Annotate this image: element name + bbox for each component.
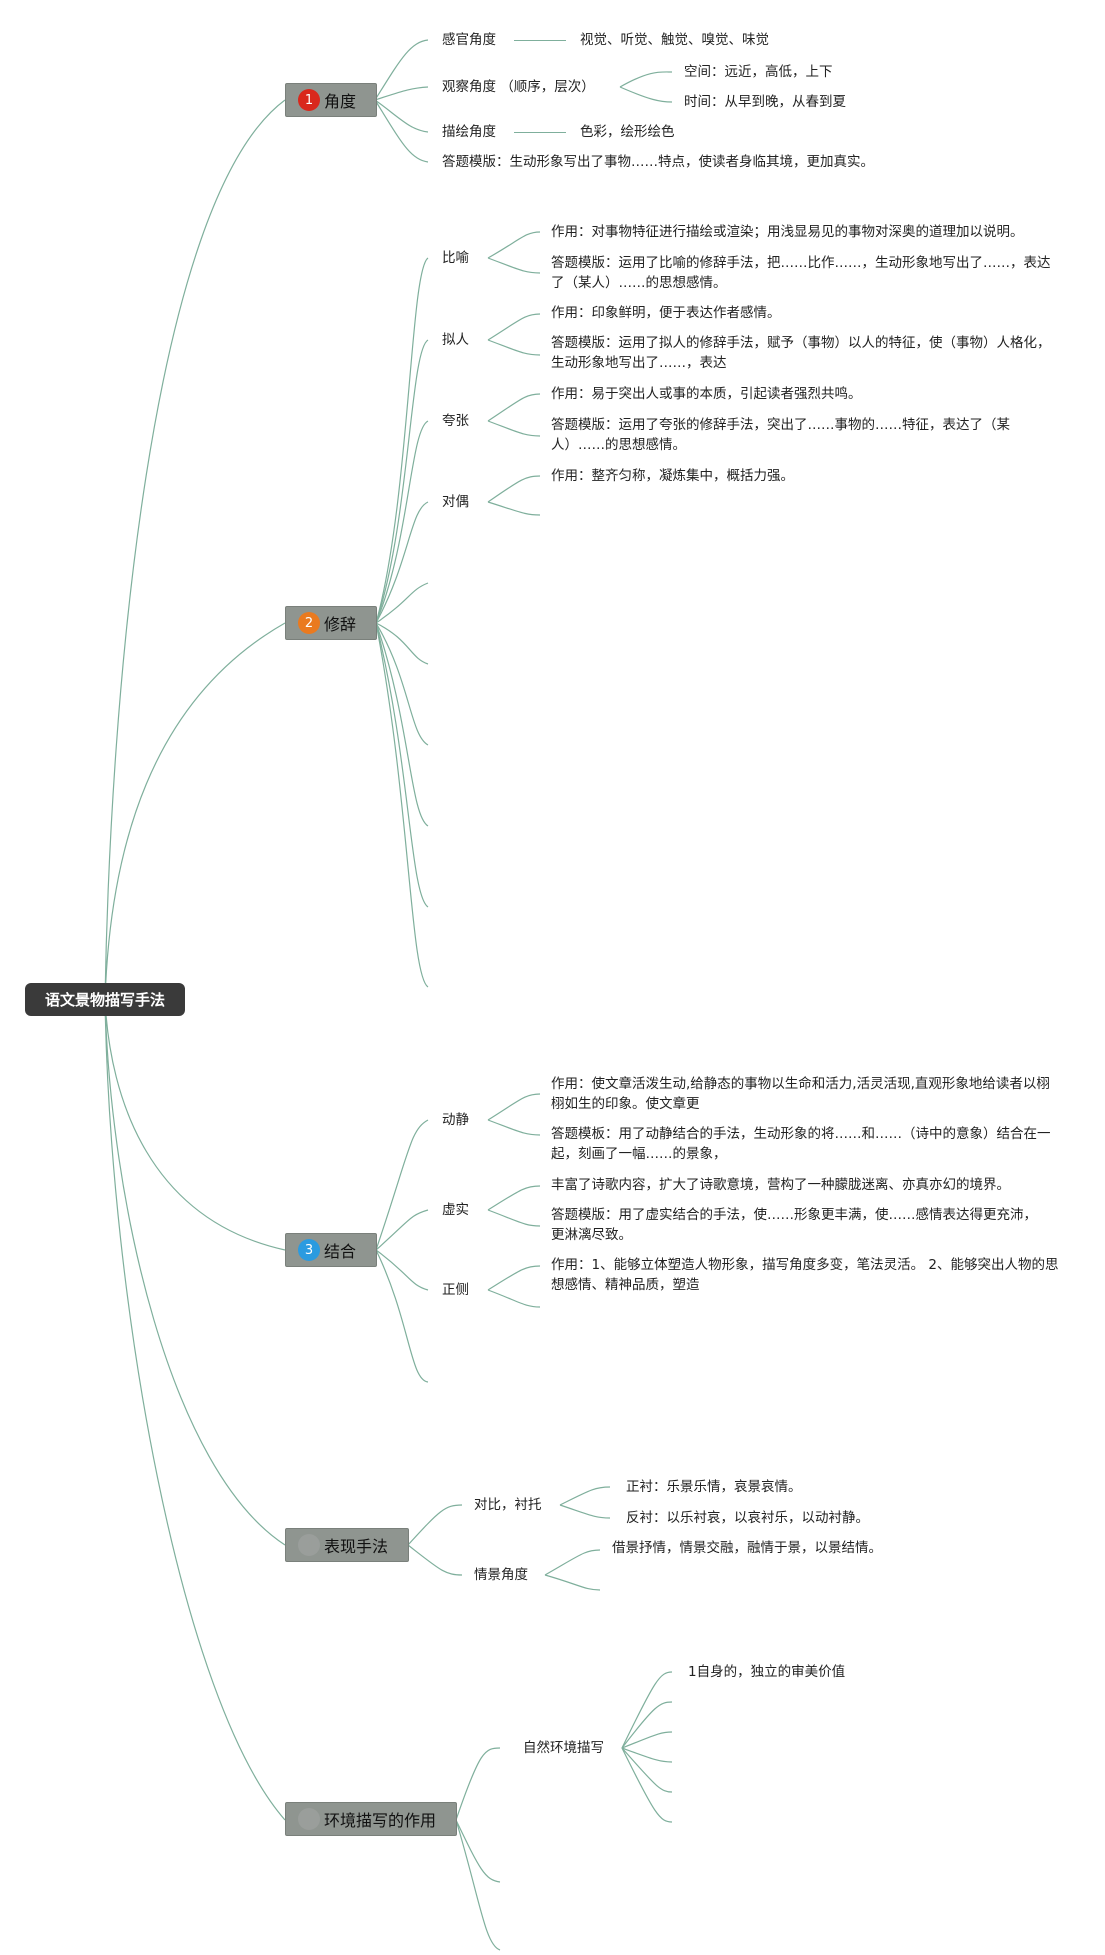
node-positive-foil[interactable]: 正衬：乐景乐情，哀景哀情。 <box>626 1479 802 1495</box>
node-antithesis[interactable]: 对偶 <box>442 494 469 510</box>
node-observation-angle[interactable]: 观察角度 （顺序，层次） <box>442 79 595 95</box>
node-time[interactable]: 时间：从早到晚，从春到夏 <box>684 94 846 110</box>
badge-4: 4 <box>298 1534 320 1556</box>
connector-root-b1 <box>104 99 286 1001</box>
connector-root-b4 <box>104 999 286 1546</box>
node-hyperbole-effect[interactable]: 作用：易于突出人或事的本质，引起读者强烈共鸣。 <box>551 386 862 402</box>
connector-root-b3 <box>104 999 286 1251</box>
node-motion-template[interactable]: 答题模板：用了动静结合的手法，生动形象的将……和……（诗中的意象）结合在一起，刻… <box>551 1126 1051 1162</box>
branch-label: 结合 <box>324 1242 357 1261</box>
node-scene-emotion-detail[interactable]: 借景抒情，情景交融，融情于景，以景结情。 <box>612 1540 882 1556</box>
node-real-virtual-effect[interactable]: 丰富了诗歌内容，扩大了诗歌意境，营构了一种朦胧迷离、亦真亦幻的境界。 <box>551 1177 1010 1193</box>
node-personification[interactable]: 拟人 <box>442 332 469 348</box>
connector-root-b2 <box>104 622 286 1001</box>
branch-label: 修辞 <box>324 615 357 634</box>
node-sensory-angle[interactable]: 感官角度 <box>442 32 496 48</box>
node-answer-template-1[interactable]: 答题模版：生动形象写出了事物……特点，使读者身临其境，更加真实。 <box>442 154 874 170</box>
node-negative-foil[interactable]: 反衬：以乐衬哀，以哀衬乐，以动衬静。 <box>626 1510 869 1526</box>
root-topic[interactable]: 语文景物描写手法 <box>25 983 185 1016</box>
node-natural-environment[interactable]: 自然环境描写 <box>523 1740 604 1756</box>
node-hyperbole[interactable]: 夸张 <box>442 413 469 429</box>
branch-label: 角度 <box>324 92 357 111</box>
node-real-virtual-template[interactable]: 答题模版：用了虚实结合的手法，使……形象更丰满，使……感情表达得更充沛，更淋漓尽… <box>551 1207 1037 1243</box>
badge-2: 2 <box>298 612 320 634</box>
node-depict-detail[interactable]: 色彩，绘形绘色 <box>580 124 675 140</box>
connector-sensory <box>514 40 566 41</box>
branch-expression[interactable]: 4 表现手法 <box>285 1528 409 1562</box>
node-motion-stillness[interactable]: 动静 <box>442 1112 469 1128</box>
connector-root-b5 <box>104 999 286 1821</box>
connector-depict <box>514 132 566 133</box>
node-personification-template[interactable]: 答题模版：运用了拟人的修辞手法，赋予（事物）以人的特征，使（事物）人格化，生动形… <box>551 335 1051 371</box>
node-direct-indirect[interactable]: 正侧 <box>442 1282 469 1298</box>
branch-angle[interactable]: 1 角度 <box>285 83 377 117</box>
branch-environment[interactable]: 5 环境描写的作用 <box>285 1802 457 1836</box>
badge-5: 5 <box>298 1808 320 1830</box>
node-motion-effect[interactable]: 作用：使文章活泼生动,给静态的事物以生命和活力,活灵活现,直观形象地给读者以栩栩… <box>551 1076 1050 1112</box>
branch-label: 表现手法 <box>324 1537 389 1556</box>
node-hyperbole-template[interactable]: 答题模版：运用了夸张的修辞手法，突出了……事物的……特征，表达了（某人）……的思… <box>551 417 1010 453</box>
node-metaphor-effect[interactable]: 作用：对事物特征进行描绘或渲染；用浅显易见的事物对深奥的道理加以说明。 <box>551 224 1024 240</box>
node-personification-effect[interactable]: 作用：印象鲜明，便于表达作者感情。 <box>551 305 781 321</box>
node-antithesis-effect[interactable]: 作用：整齐匀称，凝炼集中，概括力强。 <box>551 468 794 484</box>
node-depict-angle[interactable]: 描绘角度 <box>442 124 496 140</box>
node-scene-emotion[interactable]: 情景角度 <box>474 1567 528 1583</box>
branch-rhetoric[interactable]: 2 修辞 <box>285 606 377 640</box>
badge-1: 1 <box>298 89 320 111</box>
branch-combination[interactable]: 3 结合 <box>285 1233 377 1267</box>
node-space[interactable]: 空间：远近，高低，上下 <box>684 64 833 80</box>
node-contrast[interactable]: 对比，衬托 <box>474 1497 542 1513</box>
badge-3: 3 <box>298 1239 320 1261</box>
node-aesthetic-value[interactable]: 1自身的，独立的审美价值 <box>688 1664 846 1680</box>
branch-label: 环境描写的作用 <box>324 1811 437 1830</box>
node-metaphor[interactable]: 比喻 <box>442 250 469 266</box>
node-sensory-detail[interactable]: 视觉、听觉、触觉、嗅觉、味觉 <box>580 32 769 48</box>
node-real-virtual[interactable]: 虚实 <box>442 1202 469 1218</box>
node-direct-indirect-effect[interactable]: 作用：1、能够立体塑造人物形象，描写角度多变，笔法灵活。 2、能够突出人物的思想… <box>551 1257 1059 1293</box>
node-metaphor-template[interactable]: 答题模版：运用了比喻的修辞手法，把……比作……，生动形象地写出了……，表达了（某… <box>551 255 1051 291</box>
